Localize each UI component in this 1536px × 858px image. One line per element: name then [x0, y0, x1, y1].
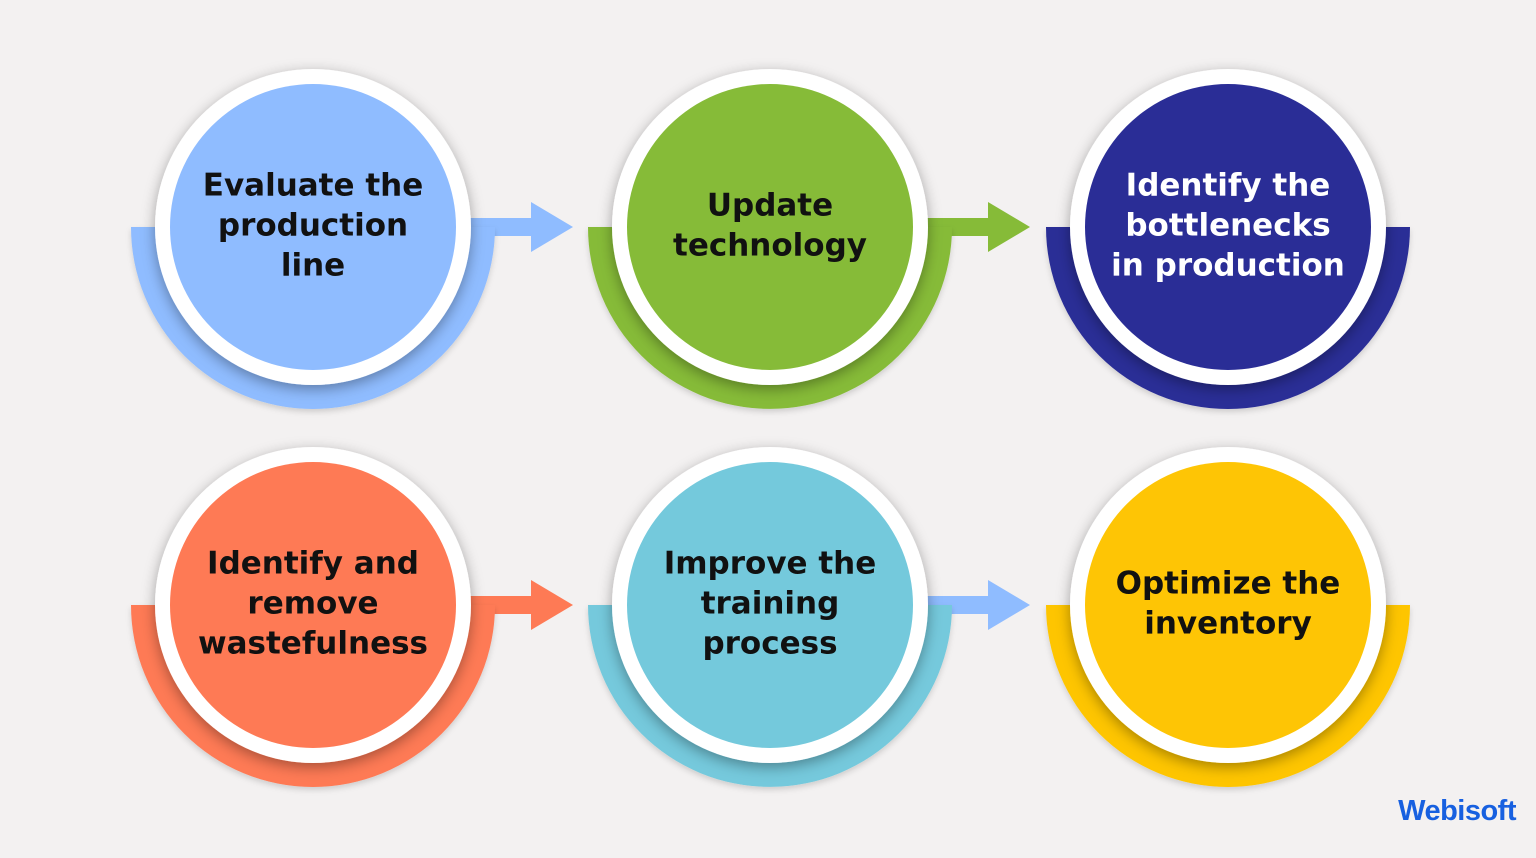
step-label: Identify and: [207, 546, 419, 582]
step-label: training: [701, 586, 840, 622]
arrow-head: [988, 580, 1030, 630]
step-label: Identify the: [1126, 168, 1331, 204]
step-label: Optimize the: [1116, 566, 1341, 602]
step-circle: [170, 84, 456, 370]
step-label: Improve the: [664, 546, 877, 582]
step-node: Improve the training process: [588, 447, 952, 787]
step-label: remove: [247, 586, 378, 622]
step-label: in production: [1111, 248, 1345, 284]
step-label: inventory: [1144, 606, 1312, 642]
step-node: Identify the bottlenecks in production: [1046, 69, 1410, 409]
step-node: Update technology: [588, 69, 952, 409]
steps-layer: Evaluate the production line Update technolo…: [131, 69, 1410, 787]
arrow-head: [988, 202, 1030, 252]
step-node: Evaluate the production line: [131, 69, 495, 409]
step-label: wastefulness: [198, 626, 428, 662]
arrow-head: [531, 580, 573, 630]
step-label: Evaluate the: [203, 168, 423, 204]
step-label: bottlenecks: [1125, 208, 1330, 244]
step-label: line: [281, 248, 345, 284]
arrow-head: [531, 202, 573, 252]
step-label: process: [702, 626, 837, 662]
step-label: technology: [673, 228, 867, 264]
step-node: Identify and remove wastefulness: [131, 447, 495, 787]
step-circle: [627, 84, 913, 370]
step-circle: [170, 462, 456, 748]
step-label: Update: [707, 188, 833, 224]
step-label: production: [218, 208, 408, 244]
step-circle: [1085, 84, 1371, 370]
step-circle: [1085, 462, 1371, 748]
step-node: Optimize the inventory: [1046, 447, 1410, 787]
webisoft-logo: Webisoft: [1398, 795, 1516, 827]
step-circle: [627, 462, 913, 748]
